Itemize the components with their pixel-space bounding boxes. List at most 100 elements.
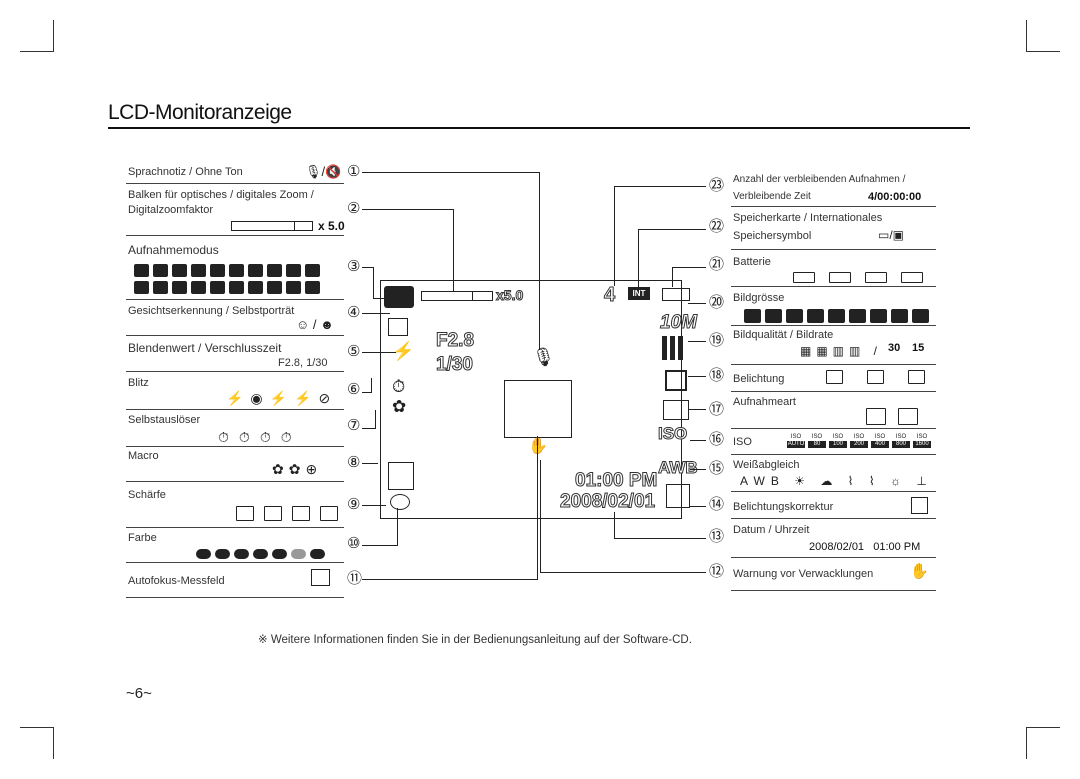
metering-icons xyxy=(826,370,925,384)
crop-mark xyxy=(20,51,54,52)
label-color: Farbe xyxy=(128,532,157,544)
divider xyxy=(731,454,936,455)
screen-sharpness-icon xyxy=(388,462,414,490)
iso-header: ISO xyxy=(832,434,844,440)
divider xyxy=(126,527,344,528)
screen-drive-icon xyxy=(663,400,689,420)
microphone-icon: 🎙/🔇 xyxy=(305,164,342,179)
title-underline xyxy=(108,127,970,129)
screen-time: 01:00 PM xyxy=(574,470,658,492)
callout-number: ⑪ xyxy=(347,570,363,587)
crop-mark xyxy=(1026,727,1027,759)
quality-icon: ▦▦▥▥ / xyxy=(800,344,883,358)
divider xyxy=(731,590,936,591)
screen-face-icon xyxy=(388,318,408,336)
label-macro: Macro xyxy=(128,450,159,462)
screen-card-icon: INT xyxy=(628,287,650,300)
callout-number: ⑮ xyxy=(709,460,725,477)
image-size-icons xyxy=(744,309,929,323)
callout-number: ⑥ xyxy=(347,381,361,398)
label-voice-memo: Sprachnotiz / Ohne Ton xyxy=(128,166,243,178)
label-memory-icon: Speichersymbol xyxy=(733,230,812,242)
callout-number: ⑤ xyxy=(347,343,361,360)
crop-mark xyxy=(53,727,54,759)
label-memory-card: Speicherkarte / Internationales xyxy=(733,212,883,224)
divider xyxy=(731,391,936,392)
divider xyxy=(731,325,936,326)
divider xyxy=(126,562,344,563)
screen-mic-icon: 🎙 xyxy=(532,347,555,367)
callout-number: ④ xyxy=(347,304,361,321)
white-balance-icon: AWB ☀ ☁ ⌇ ⌇ ☼ ⊥ xyxy=(740,474,933,488)
label-image-size: Bildgrösse xyxy=(733,292,785,304)
callout-number: ⑫ xyxy=(709,563,725,580)
label-metering: Belichtung xyxy=(733,373,785,385)
callout-number: ㉓ xyxy=(709,177,725,194)
screen-macro-icon: ✿ xyxy=(392,397,407,416)
timer-icon: ⏱⏱⏱⏱ xyxy=(218,429,302,445)
divider xyxy=(126,597,344,598)
label-drive-mode: Aufnahmeart xyxy=(733,396,796,408)
face-detection-icon: ☺ / ☻ xyxy=(296,317,334,332)
divider xyxy=(731,557,936,558)
color-icons xyxy=(196,549,325,559)
crop-mark xyxy=(20,727,54,728)
callout-number: ⑱ xyxy=(709,367,725,384)
memory-card-icon: ▭/▣ xyxy=(878,228,905,242)
zoom-bar xyxy=(231,221,313,231)
screen-shutter: 1/30 xyxy=(436,354,474,376)
label-date-time: Datum / Uhrzeit xyxy=(733,524,810,536)
callout-number: ⑬ xyxy=(709,528,725,545)
callout-number: ㉒ xyxy=(709,218,725,235)
divider xyxy=(731,206,936,207)
label-remaining-time: Verbleibende Zeit xyxy=(733,191,811,202)
screen-zoom: x5.0 xyxy=(495,287,524,304)
divider xyxy=(126,335,344,336)
callout-number: ⑩ xyxy=(347,535,361,552)
label-zoom-factor: Digitalzoomfaktor xyxy=(128,204,213,216)
screen-ev-icon xyxy=(666,484,690,508)
crop-mark xyxy=(1026,20,1027,52)
divider xyxy=(731,364,936,365)
iso-value: 1600 xyxy=(913,441,931,448)
label-shooting-mode: Aufnahmemodus xyxy=(128,243,219,257)
divider xyxy=(731,428,936,429)
label-flash: Blitz xyxy=(128,377,149,389)
callout-number: ⑳ xyxy=(709,294,725,311)
callout-number: ⑭ xyxy=(709,496,725,513)
label-zoom-bar: Balken für optisches / digitales Zoom / xyxy=(128,189,314,201)
iso-value: AUTO xyxy=(787,441,805,448)
zoom-value: x 5.0 xyxy=(318,219,345,233)
callout-number: ⑧ xyxy=(347,454,361,471)
flash-icon: ⚡◉⚡⚡⊘ xyxy=(226,390,338,406)
screen-color-icon xyxy=(390,494,410,510)
label-iso: ISO xyxy=(733,436,752,448)
screen-count: 4 xyxy=(603,284,616,307)
ev-icon xyxy=(911,497,928,514)
divider xyxy=(731,249,936,250)
footnote: ※ Weitere Informationen finden Sie in de… xyxy=(258,634,692,646)
remaining-value: 4/00:00:00 xyxy=(868,191,922,203)
screen-zoom-bar xyxy=(421,291,493,301)
callout-number: ⑲ xyxy=(709,332,725,349)
label-quality: Bildqualität / Bildrate xyxy=(733,329,834,341)
label-sharpness: Schärfe xyxy=(128,489,166,501)
divider xyxy=(731,518,936,519)
divider xyxy=(126,371,344,372)
screen-date: 2008/02/01 xyxy=(559,491,656,513)
af-frame-icon xyxy=(311,569,330,586)
crop-mark xyxy=(1026,51,1060,52)
divider xyxy=(126,299,344,300)
label-ev: Belichtungskorrektur xyxy=(733,501,834,513)
iso-header: ISO xyxy=(916,434,928,440)
label-af-frame: Autofokus-Messfeld xyxy=(128,575,225,587)
callout-number: ㉑ xyxy=(709,256,725,273)
label-face-detection: Gesichtserkennung / Selbstporträt xyxy=(128,305,295,317)
screen-aperture: F2.8 xyxy=(435,330,475,352)
divider xyxy=(126,409,344,410)
iso-value: 400 xyxy=(871,441,889,448)
iso-header: ISO xyxy=(853,434,865,440)
label-aperture-shutter: Blendenwert / Verschlusszeit xyxy=(128,341,282,355)
callout-number: ⑨ xyxy=(347,496,361,513)
